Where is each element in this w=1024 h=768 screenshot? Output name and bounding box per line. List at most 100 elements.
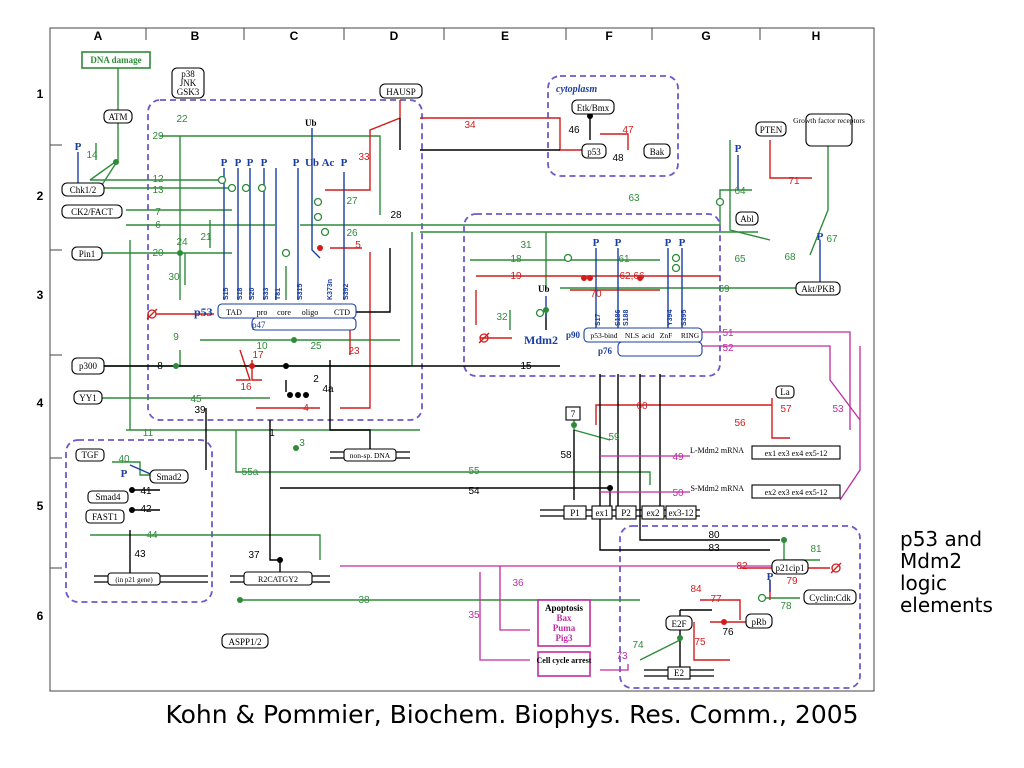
row-label-6: 6 [37,609,44,623]
p53-domain-pro: pro [257,308,268,317]
interaction-label-39: 39 [194,405,206,416]
node-aspp12: ASPP1/2 [221,633,269,649]
interaction-label-27: 27 [346,196,358,207]
phosphorylation-lines [77,128,821,592]
node-p1-label: P1 [570,508,580,518]
interaction-label-80: 80 [708,530,720,541]
phospho-marker-0: P [221,157,228,169]
cytoplasm-compartment [547,75,679,177]
interaction-label-48: 48 [612,153,624,164]
phospho-marker-13: P [121,468,128,480]
interaction-label-4: 4 [303,403,309,414]
node-r2catgy2-label: R2CATGY2 [258,575,298,584]
node-p53-cytoplasm-label: p53 [587,147,601,157]
cytoplasm-label: cytoplasm [556,84,597,95]
node-bak-label: Bak [650,147,665,157]
interaction-label-10: 10 [256,341,268,352]
p53-site-t81: T81 [275,288,282,300]
interaction-label-84: 84 [690,584,702,595]
interaction-label-68: 68 [784,252,796,263]
site-circles [217,175,767,603]
node-smad2-label: Smad2 [156,472,181,482]
mdm2-domain-acid: acid [642,331,655,340]
node-hausp: HAUSP [379,83,423,99]
node-chk12-label: Chk1/2 [70,185,97,195]
interaction-label-64: 64 [734,186,746,197]
phospho-marker-5: P [341,157,348,169]
mdm2-site-s395: S395 [681,310,688,326]
interaction-label-9: 9 [173,332,179,343]
interaction-label-47: 47 [622,125,634,136]
node-cell-cycle-arrest: Cell cycle arrest [537,651,592,677]
interaction-label-40: 40 [118,454,130,465]
interaction-label-22: 22 [176,114,188,125]
interaction-label-61: 61 [618,254,630,265]
row-label-4: 4 [37,396,44,410]
interaction-label-25: 25 [310,341,322,352]
interaction-label-33: 33 [358,152,370,163]
interaction-label-55: 55 [468,466,480,477]
node-prb: pRb [745,613,773,629]
interaction-label-45: 45 [190,394,202,405]
interaction-label-32: 32 [496,312,508,323]
interaction-label-51: 51 [722,328,734,339]
interaction-label-38: 38 [358,595,370,606]
node-p2-label: P2 [621,508,631,518]
interaction-label-14: 14 [86,150,98,161]
p21-compartment [619,525,861,689]
node-pten: PTEN [755,121,787,137]
interaction-label-75: 75 [694,637,706,648]
interaction-label-63: 63 [628,193,640,204]
node-e2-label: E2 [674,668,684,678]
ub-label: Ub [538,284,550,294]
phospho-marker-12: P [75,141,82,153]
node-la: La [775,385,795,399]
node-p21cip1: p21cip1 [771,559,809,575]
p53-site-s18: S18 [237,287,244,300]
interaction-label-55a: 55a [242,467,259,478]
interaction-label-24: 24 [176,237,188,248]
interaction-label-8: 8 [157,361,163,372]
phospho-marker-4: P [293,157,300,169]
interaction-label-78: 78 [780,601,792,612]
node-dna-damage: DNA damage [81,51,151,69]
node-7-label: 7 [571,409,576,419]
node-pig3-label: Pig3 [556,633,573,643]
interaction-label-29: 29 [152,131,164,142]
node-yy1: YY1 [73,390,103,405]
mdm2-domain-ring: RING [681,331,700,340]
interaction-label-52: 52 [722,343,734,354]
phospho-marker-11: P [817,231,824,243]
node-nonspecific-dna: non-sp. DNA [330,448,410,462]
interaction-label-62-66: 62,66 [619,271,644,282]
interaction-label-81: 81 [810,544,822,555]
mdm2-domain-nls: NLS [625,331,639,340]
mdm2-site-s17: S17 [595,313,602,326]
p53-domain-core: core [277,308,291,317]
citation: Kohn & Pommier, Biochem. Biophys. Res. C… [165,700,859,729]
row-header [50,144,62,569]
node-cyclin-cdk: Cyclin:Cdk [803,589,857,605]
interaction-label-41: 41 [140,486,152,497]
p53-domain-ctd: CTD [334,308,350,317]
node-cell-cycle-label: Cell cycle arrest [537,656,592,665]
phospho-marker-7: P [615,237,622,249]
node-l-mdm2-mrna: L-Mdm2 mRNA ex1 ex3 ex4 ex5-12 [690,445,841,460]
node-growth-factor-label: Growth factor receptors [793,116,865,125]
mdm2-site-s186: S186 [615,310,622,326]
column-label-d: D [390,29,399,43]
interaction-label-76: 76 [722,627,734,638]
node-etk-bmx: Etk/Bmx [571,99,615,115]
node-l-mdm2-label: L-Mdm2 mRNA [690,446,744,455]
interaction-label-34: 34 [464,120,476,131]
node-s-mdm2-exons: ex2 ex3 ex4 ex5-12 [765,488,828,497]
mdm2-site-y394: Y394 [667,310,674,326]
phospho-marker-6: P [593,237,600,249]
node-e2-dna: E2 [644,666,714,680]
interaction-label-49: 49 [672,452,684,463]
interaction-label-73: 73 [616,651,628,662]
